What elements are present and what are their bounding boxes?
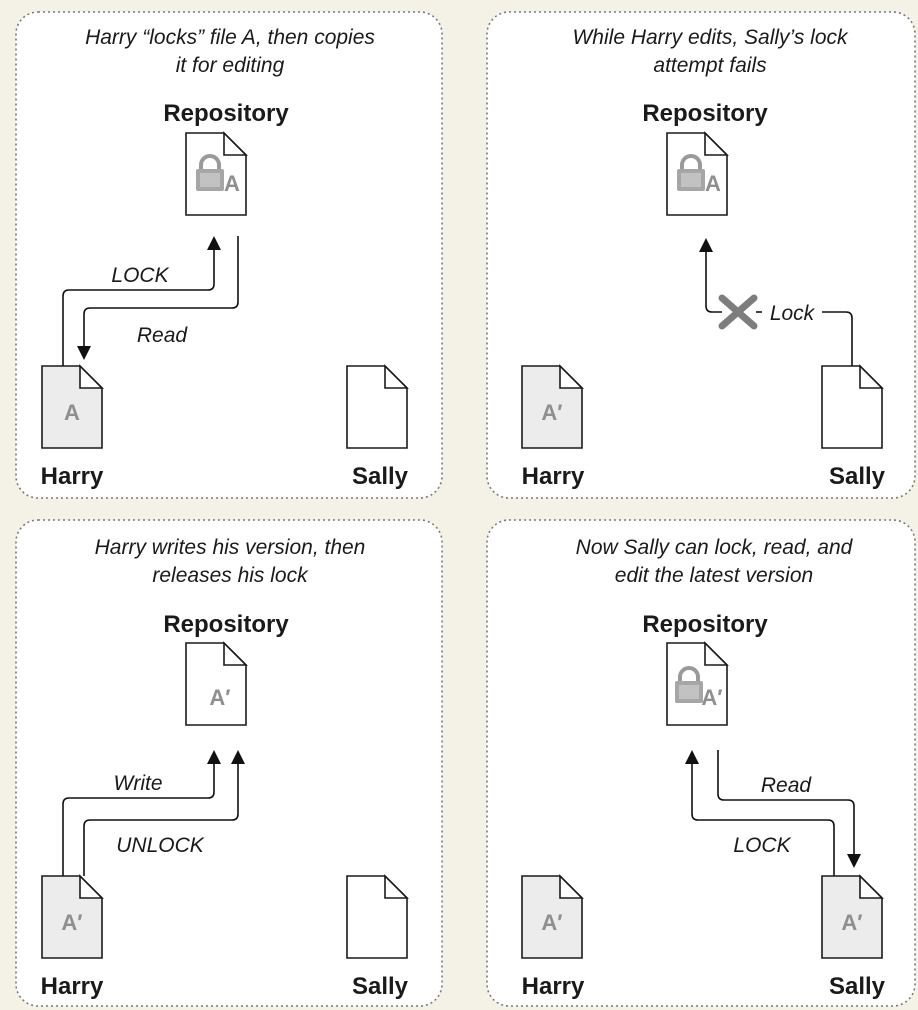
panel-4-read-label: Read	[761, 774, 813, 797]
panel-4-read-arrow	[717, 750, 855, 856]
panel-1-harry-file-icon: A	[41, 365, 103, 449]
panel-1-harry-file-letter: A	[64, 400, 80, 425]
panel-4-sally-label: Sally	[829, 973, 886, 1000]
panel-2-harry-label: Harry	[522, 463, 585, 490]
panel-3-unlock-label: UNLOCK	[116, 834, 205, 857]
panel-3-write-label: Write	[114, 772, 163, 795]
panel-4-caption-line2: edit the latest version	[615, 564, 813, 587]
panel-2-caption-line1: While Harry edits, Sally’s lock	[572, 26, 849, 49]
panel-1-sally-label: Sally	[352, 463, 409, 490]
panel-4-harry-file-letter: A′	[541, 910, 562, 935]
panel-4-harry-file-icon: A′	[521, 875, 583, 959]
panel-3-caption-line1: Harry writes his version, then	[95, 536, 366, 559]
panel-3-write-arrow	[62, 762, 215, 876]
panel-3: Harry writes his version, then releases …	[15, 519, 443, 1007]
panel-3-harry-file-letter: A′	[61, 910, 82, 935]
panel-4-harry-label: Harry	[522, 973, 585, 1000]
panel-1-repository-file-icon: A	[185, 132, 247, 216]
panel-1-repository-label: Repository	[163, 100, 289, 127]
panel-2-frame	[486, 11, 916, 499]
panel-3-write-arrowhead	[207, 750, 221, 764]
panel-3-repository-file-letter: A′	[209, 685, 230, 710]
panel-4-repository-label: Repository	[642, 611, 768, 638]
panel-4-repository-file-letter: A′	[701, 685, 722, 710]
panel-3-unlock-arrow	[83, 762, 239, 876]
panel-2-repository-label: Repository	[642, 100, 768, 127]
panel-2-repository-file-icon: A	[666, 132, 728, 216]
panel-2-lock-arrow-sally	[822, 311, 853, 366]
panel-1-read-label: Read	[137, 324, 189, 347]
panel-3-caption-line2: releases his lock	[152, 564, 309, 587]
panel-4: Now Sally can lock, read, and edit the l…	[486, 519, 916, 1007]
panel-1-lock-arrowhead	[207, 236, 221, 250]
panel-3-harry-file-icon: A′	[41, 875, 103, 959]
panel-2: While Harry edits, Sally’s lock attempt …	[486, 11, 916, 499]
panel-1-caption-line1: Harry “locks” file A, then copies	[85, 26, 375, 49]
panel-3-sally-file-icon	[346, 875, 408, 959]
panel-1: Harry “locks” file A, then copies it for…	[15, 11, 443, 499]
panel-4-sally-file-icon: A′	[821, 875, 883, 959]
panel-1-sally-file-icon	[346, 365, 408, 449]
panel-2-caption-line2: attempt fails	[653, 54, 767, 77]
panel-3-sally-label: Sally	[352, 973, 409, 1000]
panel-4-read-arrowhead	[847, 854, 861, 868]
panel-3-harry-label: Harry	[41, 973, 104, 1000]
panel-4-repository-file-icon: A′	[666, 642, 728, 726]
panel-1-caption-line2: it for editing	[176, 54, 285, 77]
panel-2-harry-file-icon: A′	[521, 365, 583, 449]
panel-1-read-arrowhead	[77, 346, 91, 360]
panel-2-lock-arrowhead	[699, 238, 713, 252]
panel-1-read-arrow	[83, 236, 239, 348]
panel-3-repository-label: Repository	[163, 611, 289, 638]
panel-4-sally-file-letter: A′	[841, 910, 862, 935]
panel-4-frame	[486, 519, 916, 1007]
panel-3-unlock-arrowhead	[231, 750, 245, 764]
panel-1-frame	[15, 11, 443, 499]
panel-2-repository-file-letter: A	[705, 171, 721, 196]
x-mark-icon	[718, 294, 758, 330]
panel-2-lock-arrow-repo	[705, 250, 722, 313]
panel-1-lock-arrow	[62, 248, 215, 366]
panel-4-lock-label: LOCK	[733, 834, 791, 857]
panel-2-sally-label: Sally	[829, 463, 886, 490]
panel-1-harry-label: Harry	[41, 463, 104, 490]
panel-2-lock-label: Lock	[770, 302, 816, 325]
panel-4-lock-arrow	[691, 762, 835, 876]
panel-2-harry-file-letter: A′	[541, 400, 562, 425]
panel-1-repository-file-letter: A	[224, 171, 240, 196]
panel-3-frame	[15, 519, 443, 1007]
panel-1-lock-label: LOCK	[111, 264, 169, 287]
panel-3-repository-file-icon: A′	[185, 642, 247, 726]
panel-2-sally-file-icon	[821, 365, 883, 449]
panel-4-caption-line1: Now Sally can lock, read, and	[576, 536, 854, 559]
panel-4-lock-arrowhead	[685, 750, 699, 764]
